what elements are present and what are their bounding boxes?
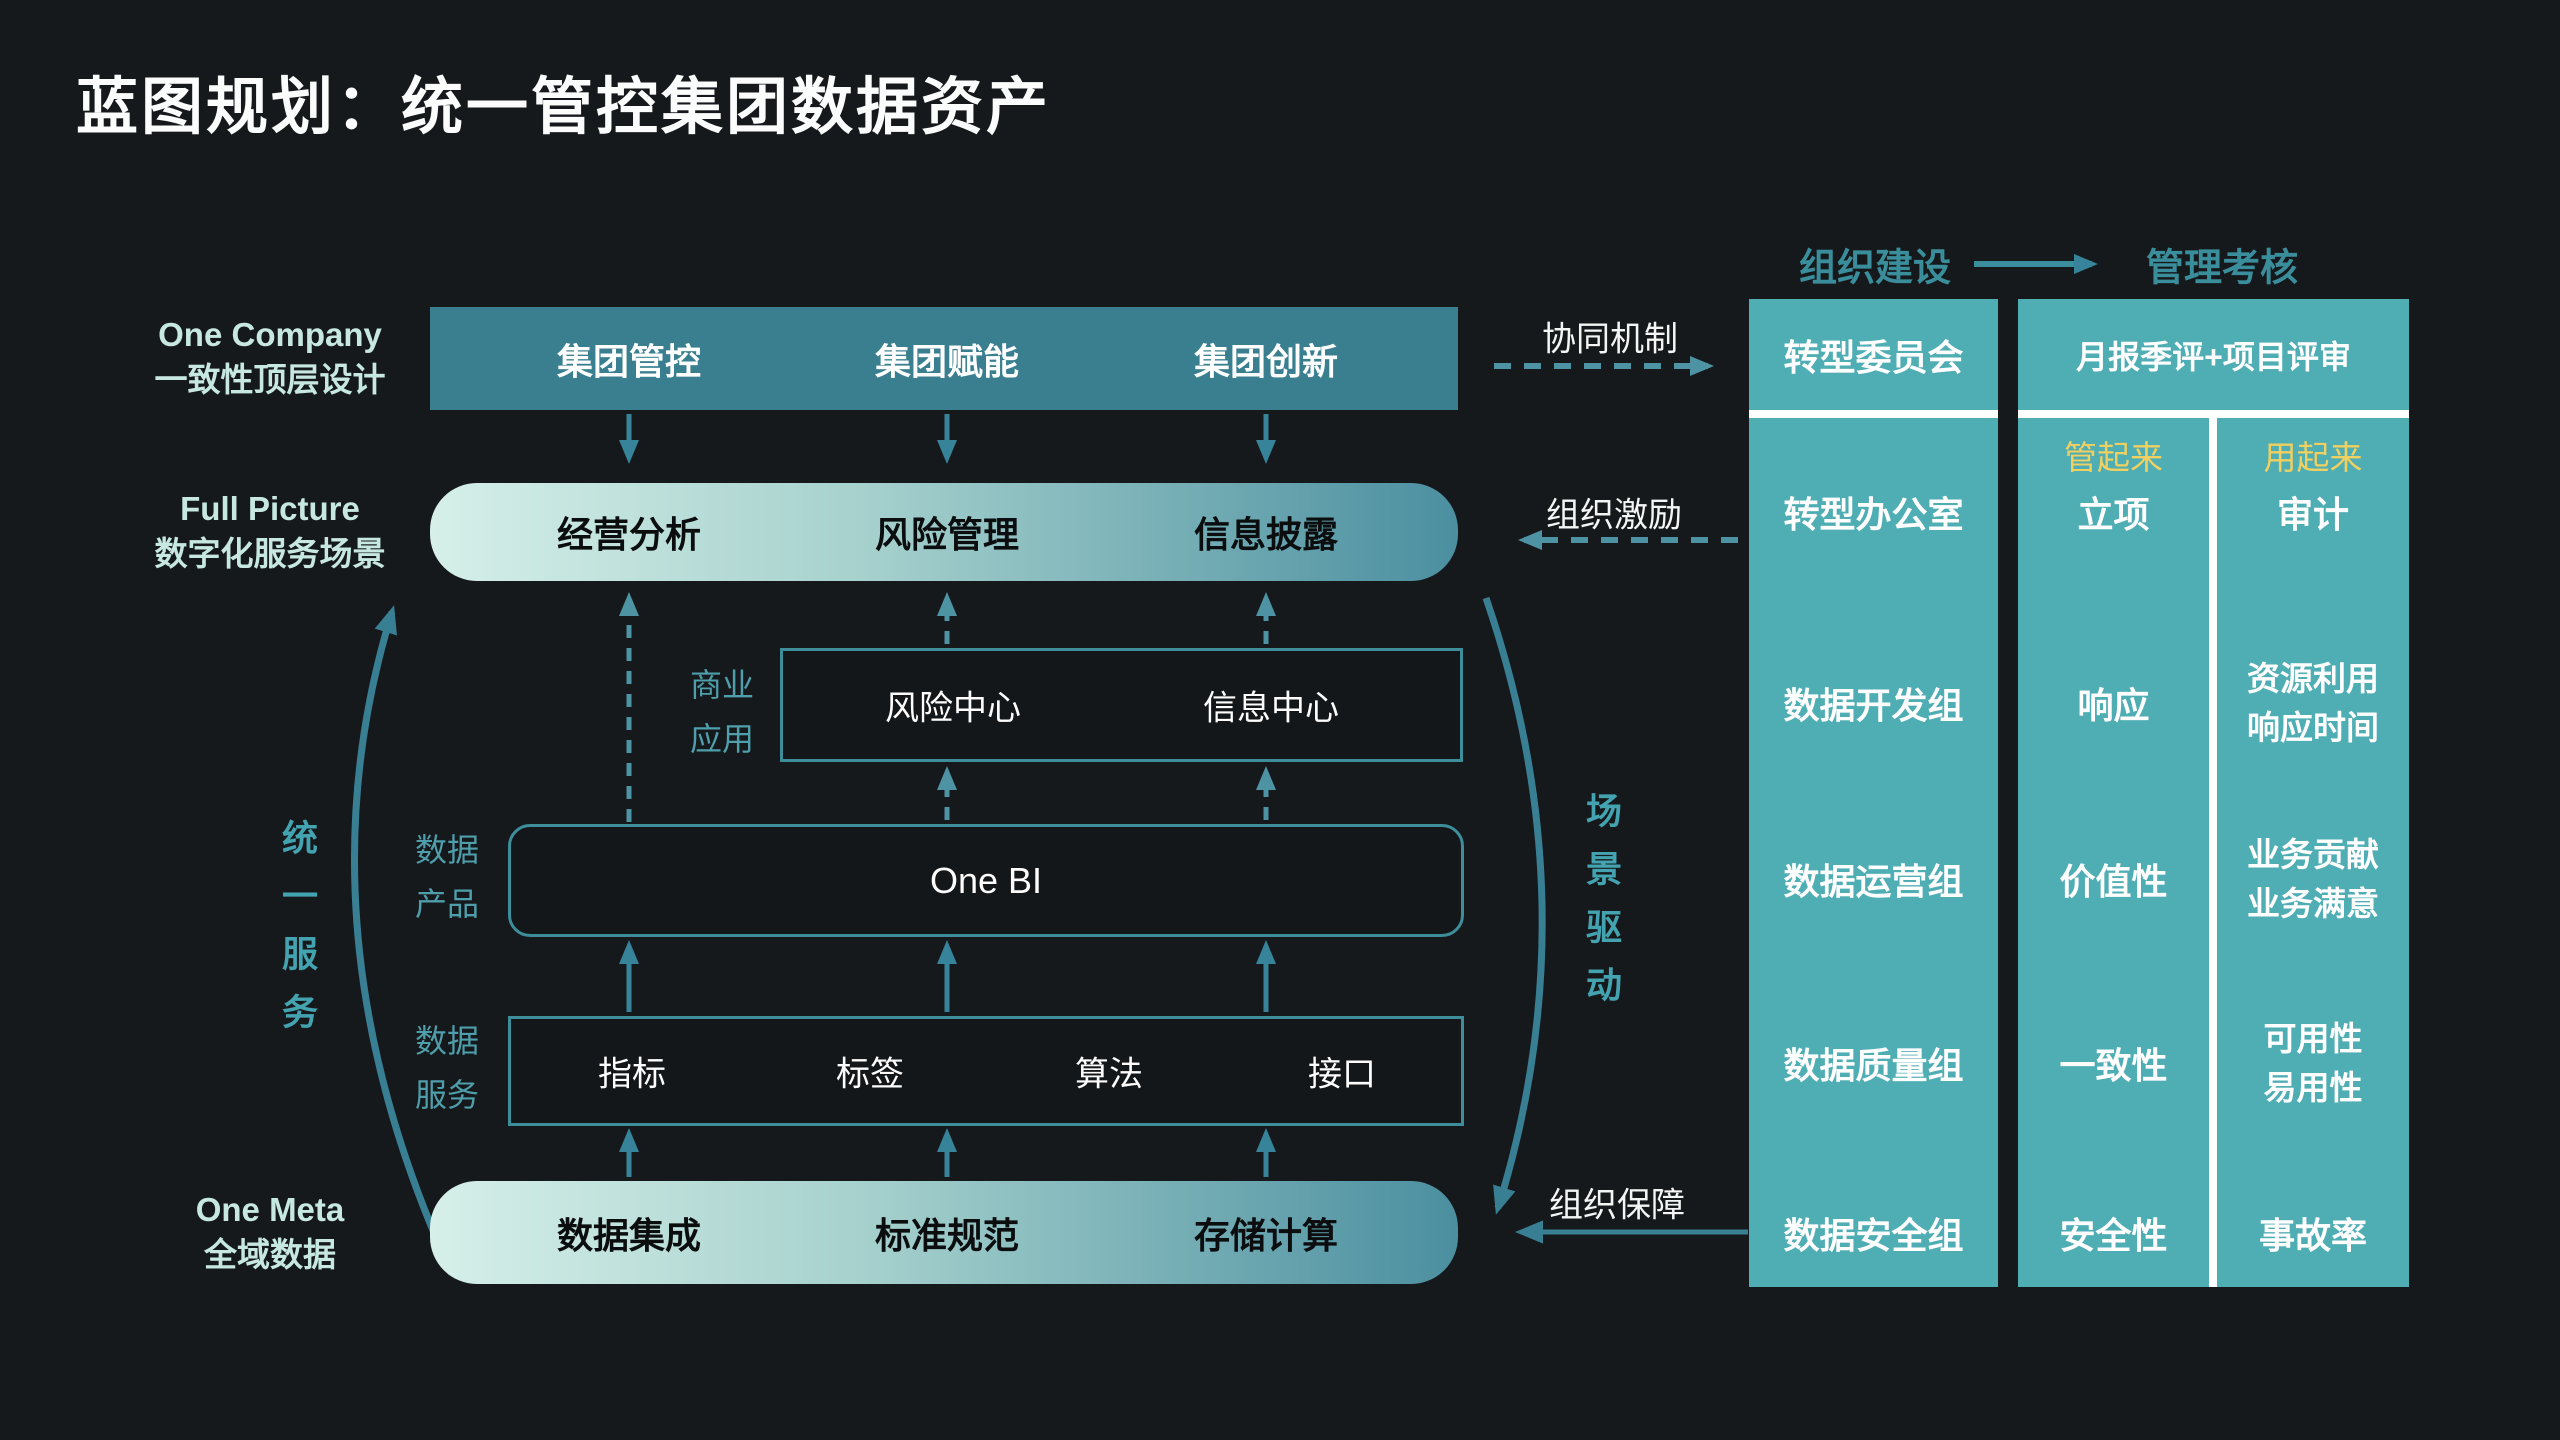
bar-item: 信息披露 <box>1193 514 1339 555</box>
one-company-en: One Company <box>158 316 382 353</box>
scene-driven-label: 场景驱动 <box>1581 792 1622 1024</box>
biz-app-box: 风险中心 信息中心 <box>780 648 1463 762</box>
use-cell-line: 业务满意 <box>2247 885 2379 922</box>
org-cell: 转型委员会 <box>1783 337 1964 378</box>
org-cell: 数据质量组 <box>1783 1045 1964 1086</box>
box-item: 风险中心 <box>885 689 1021 728</box>
one-meta-en: One Meta <box>195 1191 345 1228</box>
use-cell: 业务贡献 业务满意 <box>2217 830 2409 928</box>
box-item: One BI <box>929 859 1043 901</box>
use-cell: 可用性 易用性 <box>2217 1014 2409 1112</box>
unified-service-label: 统一服务 <box>277 819 318 1051</box>
use-cell-line: 响应时间 <box>2247 709 2379 746</box>
bar-item: 集团赋能 <box>874 340 1020 382</box>
data-service-box: 指标 标签 算法 接口 <box>508 1016 1464 1126</box>
org-separator <box>1749 410 1998 418</box>
one-company-zh: 一致性顶层设计 <box>154 361 386 398</box>
org-build-header: 组织建设 <box>1798 247 1952 290</box>
manage-cell: 安全性 <box>2059 1215 2168 1256</box>
full-picture-en: Full Picture <box>180 490 360 527</box>
synergy-label: 协同机制 <box>1542 320 1678 359</box>
bar-item: 数据集成 <box>556 1214 702 1256</box>
one-meta-bar: 数据集成 标准规范 存储计算 <box>430 1181 1458 1284</box>
manage-cell: 响应 <box>2077 685 2150 726</box>
data-product-label: 数据 产品 <box>387 823 507 931</box>
assess-v-separator <box>2209 418 2217 1287</box>
biz-app-label-line2: 应用 <box>689 721 754 757</box>
group-control-bar: 集团管控 集团赋能 集团创新 <box>430 307 1458 410</box>
bar-item: 集团管控 <box>556 340 702 382</box>
guarantee-label: 组织保障 <box>1549 1186 1685 1225</box>
label-full-picture: Full Picture 数字化服务场景 <box>100 486 440 576</box>
bar-item: 标准规范 <box>874 1214 1020 1256</box>
bar-item: 集团创新 <box>1193 340 1339 382</box>
use-cell-line: 可用性 <box>2263 1020 2363 1057</box>
box-item: 指标 <box>598 1055 666 1094</box>
org-cell: 转型办公室 <box>1783 494 1964 535</box>
full-picture-zh: 数字化服务场景 <box>154 535 386 572</box>
data-service-label: 数据 服务 <box>387 1014 507 1122</box>
digital-scene-bar: 经营分析 风险管理 信息披露 <box>430 483 1458 581</box>
use-cell: 事故率 <box>2258 1215 2367 1256</box>
incentive-label: 组织激励 <box>1546 496 1682 535</box>
label-one-meta: One Meta 全域数据 <box>100 1187 440 1277</box>
biz-app-label: 商业 应用 <box>662 658 782 766</box>
data-service-label-line1: 数据 <box>414 1023 479 1059</box>
org-cell: 数据安全组 <box>1783 1215 1964 1256</box>
biz-app-label-line1: 商业 <box>689 667 754 703</box>
bar-item: 经营分析 <box>556 514 702 555</box>
assess-h-separator <box>2018 410 2409 418</box>
bar-item: 风险管理 <box>874 514 1020 555</box>
page-title: 蓝图规划：统一管控集团数据资产 <box>76 73 1052 142</box>
use-cell-line: 易用性 <box>2263 1069 2363 1106</box>
use-tag: 用起来 <box>2263 439 2363 476</box>
data-product-label-line1: 数据 <box>414 832 479 868</box>
one-meta-zh: 全域数据 <box>204 1236 336 1273</box>
manage-cell: 一致性 <box>2059 1045 2168 1086</box>
manage-cell: 价值性 <box>2059 861 2168 902</box>
data-service-label-line2: 服务 <box>414 1077 479 1113</box>
org-cell: 数据开发组 <box>1783 685 1964 726</box>
box-item: 算法 <box>1075 1055 1143 1094</box>
org-column: 转型委员会 转型办公室 数据开发组 数据运营组 数据质量组 数据安全组 <box>1749 299 1998 1287</box>
use-cell-line: 业务贡献 <box>2247 836 2379 873</box>
manage-tag: 管起来 <box>2064 439 2163 476</box>
assessment-block: 月报季评+项目评审 管起来 立项 响应 价值性 一致性 安全性 用起来 审计 资… <box>2018 299 2409 1287</box>
box-item: 接口 <box>1308 1055 1376 1094</box>
assessment-header: 管理考核 <box>2145 247 2299 290</box>
box-item: 信息中心 <box>1203 689 1339 728</box>
use-cell-line: 资源利用 <box>2247 660 2379 697</box>
use-cell: 审计 <box>2276 494 2349 535</box>
manage-cell: 立项 <box>2077 494 2150 535</box>
use-cell: 资源利用 响应时间 <box>2217 654 2409 752</box>
data-product-label-line2: 产品 <box>414 886 479 922</box>
box-item: 标签 <box>836 1055 904 1094</box>
label-one-company: One Company 一致性顶层设计 <box>100 312 440 402</box>
bar-item: 存储计算 <box>1193 1214 1339 1256</box>
one-bi-box: One BI <box>508 824 1464 937</box>
scene-driven-arc <box>1482 596 1546 1215</box>
unified-service-arc <box>351 605 456 1276</box>
assess-header: 月报季评+项目评审 <box>2076 339 2351 375</box>
org-cell: 数据运营组 <box>1783 861 1964 902</box>
